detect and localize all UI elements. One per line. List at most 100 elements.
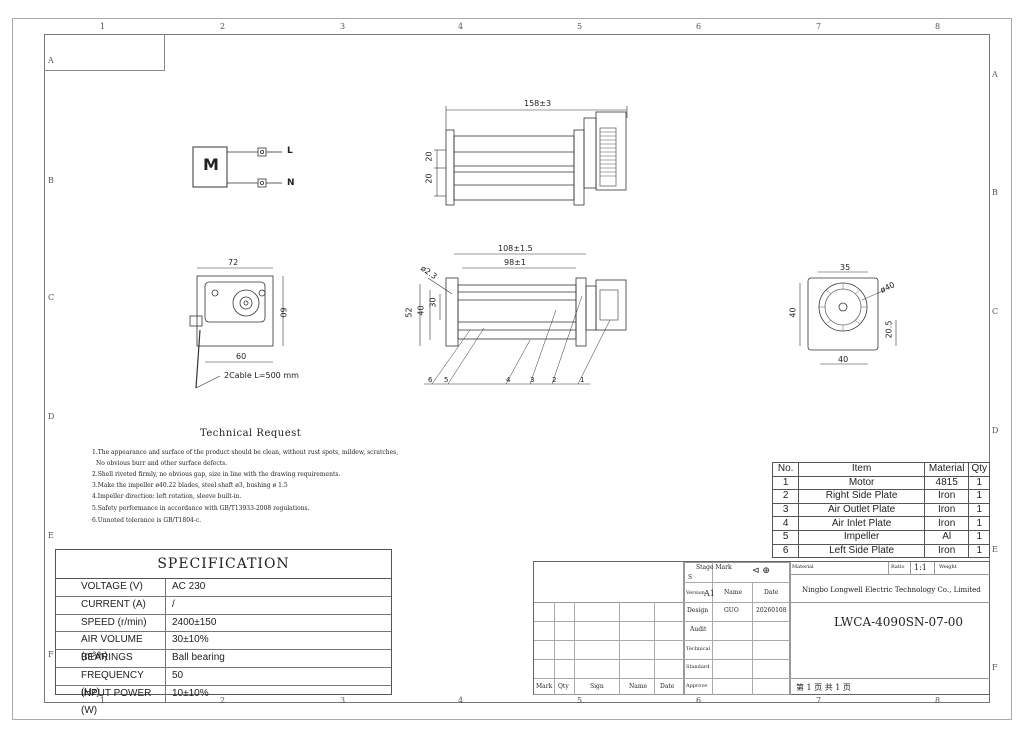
mat-vline [910, 562, 911, 574]
tb-material: Material [792, 564, 814, 570]
tb-design-date: 20260108 [756, 607, 787, 614]
revision-top [534, 562, 684, 602]
tb-weight: Weight [939, 564, 957, 570]
zone-row-a: A [48, 56, 54, 65]
technical-request-title: Technical Request [200, 428, 302, 439]
zone-col-3-b: 3 [340, 696, 346, 705]
spec-row: BEARINGS Ball bearing [56, 650, 391, 668]
tr-line-4: 4.Impeller direction: left rotation, sle… [92, 493, 242, 500]
bom-cell: 1 [968, 475, 990, 491]
bom-cell: 3 [771, 502, 800, 518]
bom-row: 4 Air Inlet Plate Iron 1 [771, 516, 990, 531]
zone-row-d-r: D [992, 426, 999, 435]
top-view [434, 106, 628, 206]
specification-table: SPECIFICATION VOLTAGE (V) AC 230 CURRENT… [55, 549, 392, 716]
dim-front-overall: 108±1.5 [498, 244, 533, 253]
ap-line [684, 640, 790, 641]
bom-cell: Left Side Plate [798, 543, 925, 559]
tb-company: Ningbo Longwell Electric Technology Co.,… [802, 586, 981, 594]
ap-vline [712, 562, 713, 695]
spec-value: 2400±150 [172, 616, 217, 628]
callout-6: 6 [428, 376, 433, 384]
ap-line [684, 659, 790, 660]
tr-line-1b: No obvious burr and other surface defect… [96, 460, 228, 467]
dim-side-width: 72 [228, 258, 239, 267]
dim-front-h30: 30 [428, 297, 438, 308]
spec-value: Ball bearing [172, 652, 225, 664]
spec-value: / [172, 598, 175, 610]
bom-header: No. Item Material Qty [771, 462, 990, 477]
spec-key: CURRENT (A) [56, 596, 166, 614]
tb-technical: Technical [686, 646, 711, 652]
tb-approve: Approve [686, 683, 708, 689]
dim-top-length: 158±3 [524, 99, 552, 108]
tb-a1: A1 [704, 589, 715, 598]
rev-vline [654, 602, 655, 695]
bom-cell: 1 [968, 529, 990, 545]
zone-row-e: E [48, 531, 54, 540]
dim-front-h40: 40 [416, 305, 426, 316]
zone-col-1-b: 1 [100, 696, 106, 705]
tr-line-6: 6.Unnoted tolerance is GB/T1804-c. [92, 517, 202, 524]
bom-header-material: Material [923, 462, 970, 477]
zone-col-2: 2 [220, 22, 226, 31]
bom-table: No. Item Material Qty 1 Motor 4815 1 2 R… [771, 462, 990, 559]
zone-row-e-r: E [992, 545, 998, 554]
side-view [189, 267, 284, 389]
dim-end-40w: 40 [838, 355, 849, 364]
title-block: Mark Qty Sign Name Date Stage Mark S Ver… [533, 561, 990, 695]
bom-cell: 6 [771, 543, 800, 559]
bom-cell: Iron [923, 543, 970, 559]
ap-vline [752, 582, 753, 695]
dim-end-35: 35 [840, 263, 851, 272]
spec-key: FREQUENCY (Hz) [56, 667, 166, 698]
dim-end-40h: 40 [788, 307, 798, 318]
spec-row: INPUT POWER (W) 10±10% [56, 685, 391, 716]
zone-col-5-b: 5 [577, 696, 583, 705]
spec-key: BEARINGS [56, 650, 166, 667]
zone-row-b: B [48, 176, 54, 185]
spec-row: FREQUENCY (Hz) 50 [56, 667, 391, 698]
tr-line-5: 5.Safety performance in accordance with … [92, 505, 310, 512]
ap-line [684, 621, 790, 622]
rev-line [534, 640, 684, 641]
bom-cell: Air Inlet Plate [798, 516, 925, 531]
ap-line [684, 602, 790, 603]
zone-col-7: 7 [816, 22, 822, 31]
spec-value: 30±10% [172, 634, 209, 646]
dim-cable: 2Cable L=500 mm [224, 371, 299, 380]
tr-line-1: 1.The appearance and surface of the prod… [92, 449, 399, 456]
zone-col-2-b: 2 [220, 696, 226, 705]
zone-col-3: 3 [340, 22, 346, 31]
callout-1: 1 [580, 376, 585, 384]
tb-designer: GUO [724, 607, 739, 614]
bom-cell: 1 [968, 516, 990, 531]
rev-line [534, 621, 684, 622]
tb-standard: Standard [686, 664, 710, 670]
zone-col-4: 4 [458, 22, 464, 31]
bom-header-no: No. [771, 462, 800, 477]
tb-page: 第 1 页 共 1 页 [796, 683, 851, 692]
bom-row: 3 Air Outlet Plate Iron 1 [771, 502, 990, 518]
tb-version: Version [686, 590, 705, 596]
rb-vline [790, 562, 791, 695]
bom-cell: Motor [798, 475, 925, 491]
bom-cell: 1 [968, 543, 990, 559]
tb-mark: Mark [536, 683, 553, 690]
spec-row: CURRENT (A) / [56, 596, 391, 615]
front-view [419, 253, 627, 385]
zone-col-4-b: 4 [458, 696, 464, 705]
zone-row-f-r: F [992, 663, 998, 672]
bom-cell: Right Side Plate [798, 489, 925, 504]
ap-line [684, 582, 790, 583]
zone-col-1: 1 [100, 22, 106, 31]
tb-drawing-no: LWCA-4090SN-07-00 [834, 615, 964, 629]
tb-sign: Sign [590, 683, 604, 690]
bom-cell: 4815 [923, 475, 970, 491]
dim-top-h2: 20 [424, 173, 434, 184]
zone-col-6-b: 6 [696, 696, 702, 705]
motor-symbol: M [203, 155, 219, 174]
tb-ratio: Ratio [891, 564, 905, 570]
callout-5: 5 [444, 376, 449, 384]
dim-front-h52: 52 [404, 307, 414, 318]
